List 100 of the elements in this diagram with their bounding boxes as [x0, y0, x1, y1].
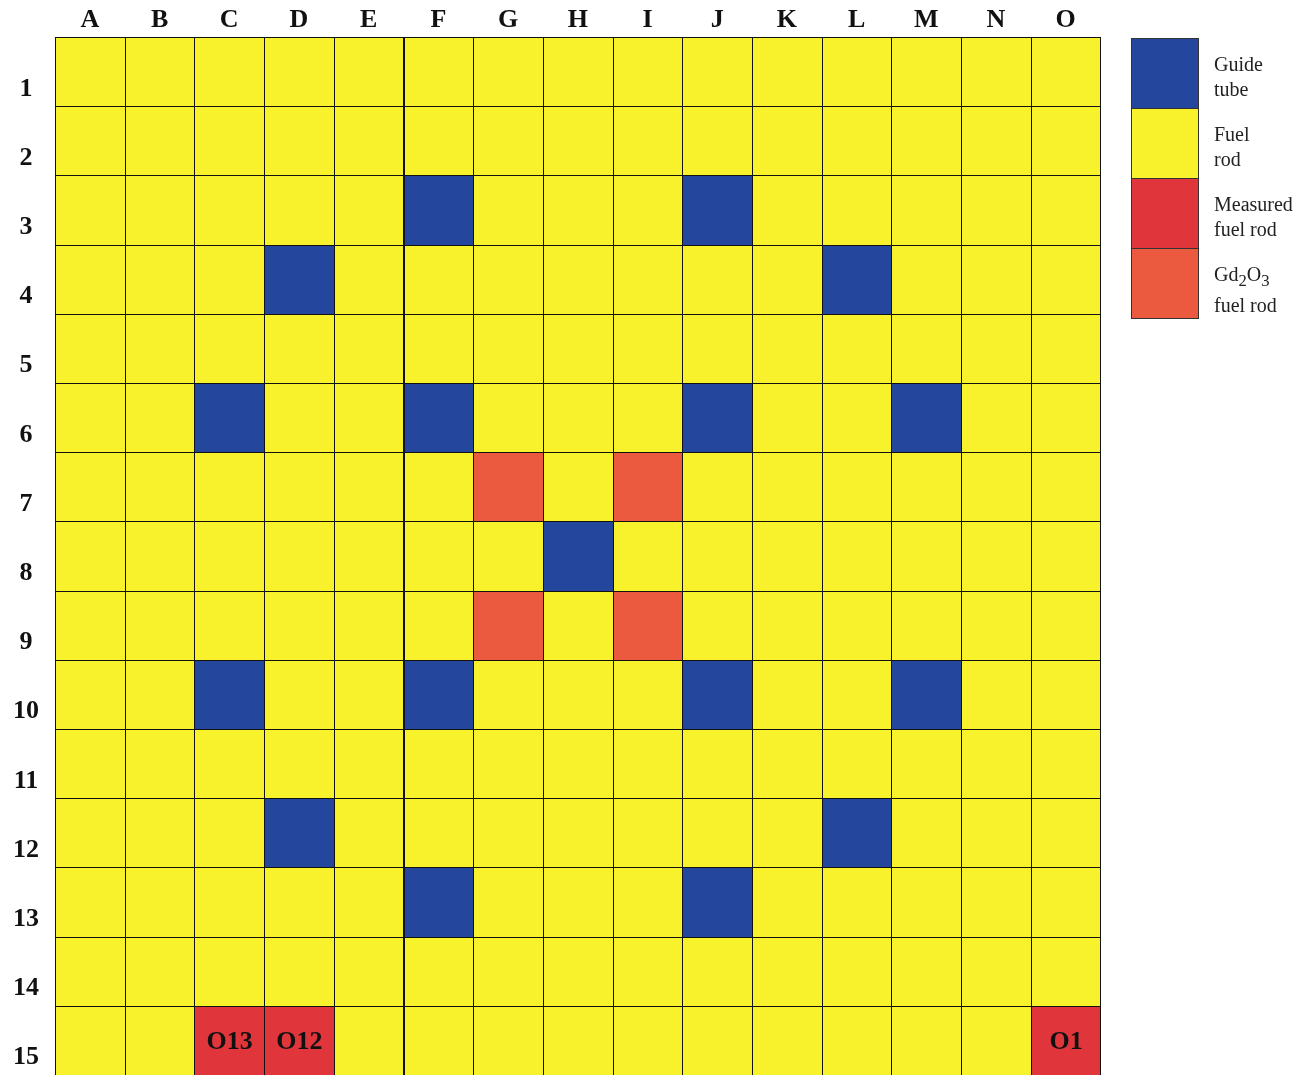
fuel-rod-cell — [333, 175, 405, 246]
gd-rod-cell — [473, 452, 544, 523]
fuel-rod-cell — [1030, 659, 1102, 730]
fuel-rod-cell — [612, 313, 684, 384]
fuel-rod-cell — [194, 37, 266, 108]
fuel-rod-cell — [403, 521, 475, 592]
column-label: M — [912, 5, 940, 33]
fuel-rod-cell — [891, 936, 963, 1007]
fuel-rod-cell — [473, 729, 544, 800]
fuel-rod-cell — [612, 244, 684, 315]
column-label: F — [429, 5, 448, 33]
fuel-rod-cell — [961, 659, 1032, 730]
column-label: N — [985, 5, 1007, 33]
fuel-rod-cell — [124, 521, 196, 592]
fuel-rod-cell — [124, 106, 196, 177]
column-label: C — [218, 5, 240, 33]
fuel-rod-cell — [403, 452, 475, 523]
fuel-rod-cell — [752, 867, 823, 938]
fuel-rod-cell — [821, 867, 893, 938]
guide-tube-cell — [403, 383, 475, 454]
fuel-rod-cell — [264, 936, 335, 1007]
guide-tube-cell — [403, 867, 475, 938]
fuel-rod-cell — [124, 590, 196, 661]
fuel-rod-cell — [821, 521, 893, 592]
fuel-rod-cell — [264, 659, 335, 730]
row-label: 15 — [12, 1042, 40, 1071]
fuel-rod-cell — [542, 936, 614, 1007]
fuel-rod-cell — [333, 244, 405, 315]
fuel-rod-cell — [473, 1005, 544, 1075]
fuel-rod-cell — [264, 521, 335, 592]
fuel-rod-cell — [752, 1005, 823, 1075]
row-label: 4 — [18, 281, 34, 310]
fuel-rod-cell — [682, 798, 753, 869]
guide-tube-cell — [264, 244, 335, 315]
fuel-rod-cell — [194, 521, 266, 592]
gd-rod-cell — [612, 590, 684, 661]
fuel-rod-cell — [682, 936, 753, 1007]
fuel-rod-cell — [612, 867, 684, 938]
fuel-rod-cell — [194, 313, 266, 384]
column-label: E — [358, 5, 379, 33]
fuel-rod-cell — [612, 106, 684, 177]
column-label: H — [566, 5, 589, 33]
fuel-rod-cell — [891, 867, 963, 938]
row-label: 10 — [12, 696, 40, 725]
guide-tube-cell — [682, 175, 753, 246]
fuel-rod-cell — [612, 798, 684, 869]
fuel-rod-cell — [194, 867, 266, 938]
column-label: K — [775, 5, 798, 33]
column-label: G — [496, 5, 520, 33]
fuel-rod-cell — [612, 1005, 684, 1075]
fuel-rod-cell — [473, 798, 544, 869]
row-label: 12 — [12, 834, 40, 863]
fuel-rod-cell — [333, 521, 405, 592]
fuel-rod-cell — [473, 244, 544, 315]
fuel-rod-cell — [403, 936, 475, 1007]
fuel-rod-cell — [682, 452, 753, 523]
fuel-rod-cell — [473, 106, 544, 177]
fuel-rod-cell — [612, 383, 684, 454]
fuel-rod-cell — [1030, 729, 1102, 800]
fuel-rod-cell — [1030, 590, 1102, 661]
fuel-rod-cell — [473, 867, 544, 938]
fuel-rod-cell — [194, 175, 266, 246]
fuel-rod-cell — [1030, 521, 1102, 592]
fuel-rod-cell — [1030, 175, 1102, 246]
fuel-rod-cell — [752, 383, 823, 454]
fuel-rod-cell — [403, 313, 475, 384]
measured-rod-cell: O13 — [194, 1005, 266, 1075]
fuel-rod-cell — [403, 244, 475, 315]
fuel-rod-cell — [542, 659, 614, 730]
fuel-rod-cell — [891, 106, 963, 177]
fuel-rod-cell — [542, 37, 614, 108]
fuel-rod-cell — [542, 106, 614, 177]
fuel-rod-cell — [682, 1005, 753, 1075]
fuel-rod-cell — [682, 37, 753, 108]
fuel-rod-cell — [612, 521, 684, 592]
fuel-rod-cell — [124, 936, 196, 1007]
gd-rod-cell — [473, 590, 544, 661]
fuel-rod-cell — [821, 659, 893, 730]
fuel-rod-cell — [752, 590, 823, 661]
fuel-rod-cell — [891, 313, 963, 384]
fuel-rod-cell — [403, 590, 475, 661]
fuel-rod-cell — [333, 867, 405, 938]
fuel-rod-cell — [473, 37, 544, 108]
fuel-rod-cell — [682, 590, 753, 661]
fuel-rod-cell — [264, 383, 335, 454]
fuel-rod-cell — [891, 37, 963, 108]
guide-tube-cell — [403, 175, 475, 246]
fuel-rod-cell — [264, 175, 335, 246]
column-label: O — [1054, 5, 1077, 33]
fuel-rod-cell — [55, 729, 126, 800]
fuel-rod-cell — [961, 590, 1032, 661]
fuel-rod-cell — [821, 729, 893, 800]
fuel-rod-cell — [124, 452, 196, 523]
fuel-rod-cell — [961, 106, 1032, 177]
fuel-rod-cell — [333, 383, 405, 454]
fuel-rod-cell — [403, 798, 475, 869]
guide-tube-cell — [682, 383, 753, 454]
fuel-rod-cell — [194, 590, 266, 661]
legend-label: Fuel rod — [1214, 122, 1251, 172]
column-label: J — [709, 5, 725, 33]
